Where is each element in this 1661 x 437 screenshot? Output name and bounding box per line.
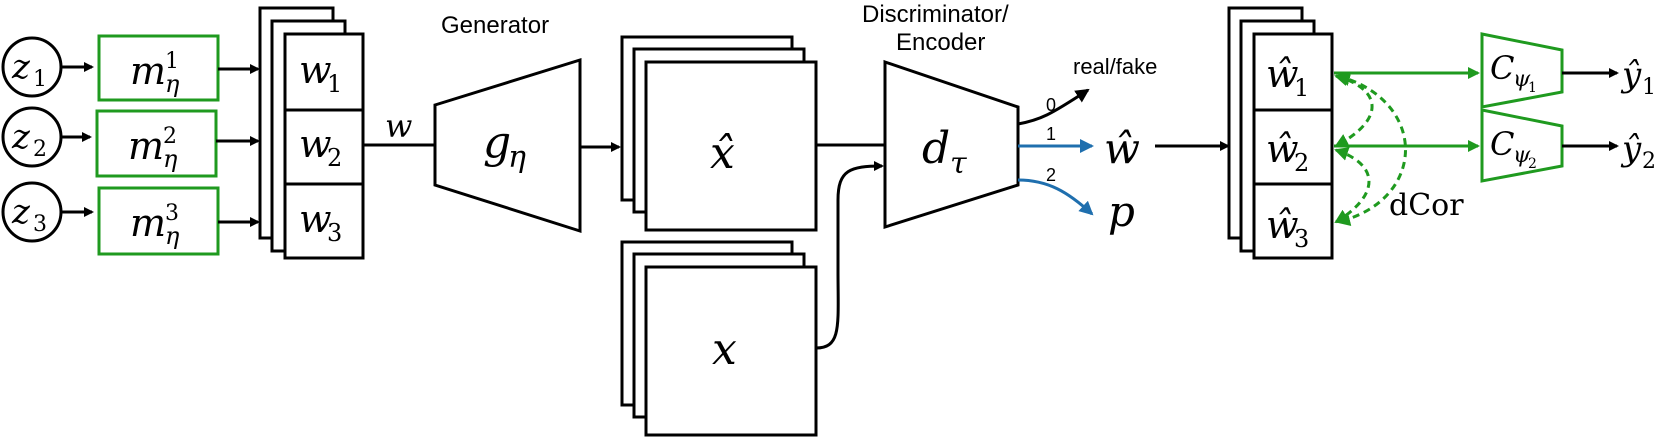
arrow-x-discriminator [815, 161, 884, 350]
m2-sub: η [163, 145, 178, 173]
m3-base: m [130, 201, 166, 245]
z3-node: z 3 [1, 181, 63, 243]
discriminator-title-line2: Encoder [896, 29, 985, 56]
what1-base: ŵ [1266, 52, 1299, 96]
dcor-arrow-1-3 [1336, 72, 1407, 226]
m1-sub: η [165, 70, 180, 98]
w-label: w [385, 107, 412, 145]
z3-sub: 3 [33, 212, 47, 237]
w2-sub: 2 [327, 144, 342, 172]
discriminator-title-line1: Discriminator/ [862, 1, 1009, 28]
m2-sup: 2 [163, 124, 177, 149]
discriminator-symbol-base: d [922, 123, 950, 174]
y2-base: ŷ [1620, 129, 1642, 169]
xhat-stack: x̂ [620, 35, 818, 232]
c2-subsub: 2 [1528, 156, 1537, 172]
c1-sub: ψ [1513, 67, 1531, 92]
output-index-0: 0 [1046, 95, 1056, 115]
classifier-c2: C ψ 2 [1480, 108, 1564, 183]
w-stack: w 1 w 2 w 3 [258, 6, 365, 260]
dcor-label: dCor [1389, 188, 1464, 223]
c1-subsub: 1 [1528, 80, 1537, 96]
prediction-y2: ŷ 2 [1620, 129, 1656, 174]
x-label: x [712, 324, 737, 375]
m2-base: m [128, 124, 164, 168]
discriminator-block: Discriminator/ Encoder d τ [862, 1, 1020, 230]
z1-base: z [11, 47, 31, 87]
mapper-m3: m 3 η [97, 186, 220, 256]
xhat-label: x̂ [710, 128, 735, 179]
what1-sub: 1 [1294, 74, 1309, 102]
z2-node: z 2 [1, 106, 63, 168]
what2-sub: 2 [1294, 149, 1309, 177]
what3-sub: 3 [1294, 225, 1309, 253]
x-stack: x [620, 240, 818, 437]
classifier-c1: C ψ 1 [1480, 32, 1564, 109]
discriminator-symbol-sub: τ [950, 146, 967, 181]
generator-block: Generator g η [433, 12, 582, 234]
what-output-label: ŵ [1104, 124, 1140, 173]
m1-sup: 1 [165, 49, 179, 74]
arrow-p [1017, 178, 1094, 216]
z1-sub: 1 [33, 67, 47, 92]
y1-base: ŷ [1620, 55, 1642, 95]
w3-sub: 3 [327, 219, 342, 247]
c1-base: C [1490, 49, 1514, 87]
m3-sup: 3 [165, 201, 179, 226]
arrow-realfake [1017, 88, 1090, 126]
w3-base: w [299, 197, 332, 241]
mapper-m1: m 1 η [97, 34, 220, 102]
z3-base: z [11, 192, 31, 232]
what-stack: ŵ 1 ŵ 2 ŵ 3 [1227, 6, 1334, 260]
c2-base: C [1490, 125, 1514, 163]
z1-node: z 1 [1, 36, 63, 98]
prediction-y1: ŷ 1 [1620, 55, 1656, 100]
w2-base: w [299, 122, 332, 166]
what2-base: ŵ [1266, 127, 1299, 171]
generator-symbol-sub: η [508, 140, 526, 175]
m1-base: m [130, 49, 166, 93]
mapper-m2: m 2 η [95, 109, 218, 178]
c2-sub: ψ [1513, 143, 1531, 168]
w1-base: w [299, 48, 332, 92]
m3-sub: η [165, 222, 180, 250]
p-output-label: p [1108, 187, 1135, 236]
what3-base: ŵ [1266, 203, 1299, 247]
y1-sub: 1 [1642, 75, 1656, 100]
y2-sub: 2 [1642, 149, 1656, 174]
output-index-1: 1 [1046, 124, 1056, 144]
z2-base: z [11, 117, 31, 157]
w1-sub: 1 [327, 70, 342, 98]
generator-symbol-base: g [483, 117, 511, 168]
realfake-label: real/fake [1073, 54, 1157, 79]
output-index-2: 2 [1046, 165, 1056, 185]
generator-title: Generator [441, 12, 549, 39]
z2-sub: 2 [33, 137, 47, 162]
